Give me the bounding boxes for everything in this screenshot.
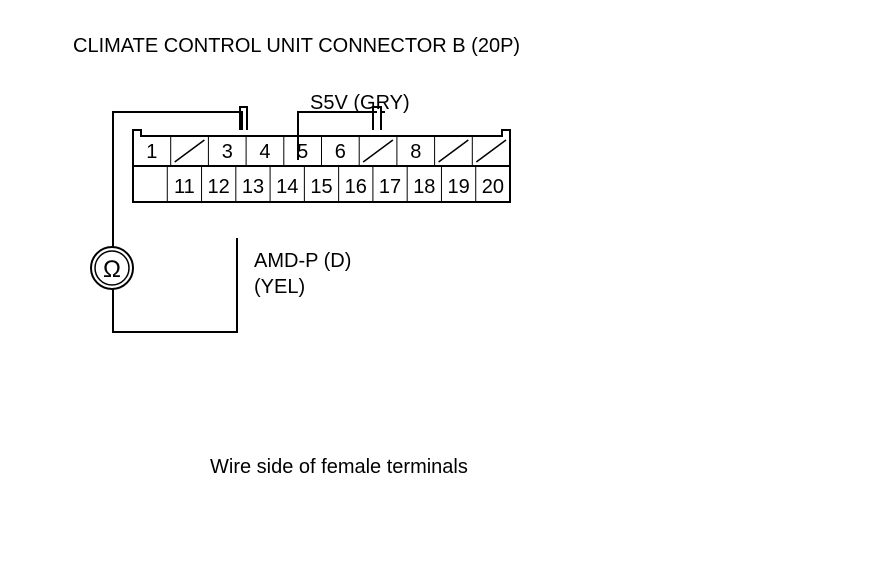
probe-wire-pin4 (112, 111, 243, 248)
pin-5: 5 (297, 141, 308, 163)
s5v-wire-label: S5V (GRY) (310, 92, 410, 114)
pin-3: 3 (222, 141, 233, 163)
diagram-title: CLIMATE CONTROL UNIT CONNECTOR B (20P) (73, 35, 521, 57)
probe-tip-pin17 (372, 106, 382, 130)
pin-15: 15 (310, 176, 332, 198)
pin-19: 19 (447, 176, 469, 198)
blank-cavity-slash (174, 139, 205, 163)
ohm-symbol: Ω (103, 256, 121, 283)
blank-cavity-slash (475, 139, 507, 163)
pin-20: 20 (482, 176, 504, 198)
pin-4: 4 (259, 141, 270, 163)
pin-12: 12 (208, 176, 230, 198)
blank-cavity-slash (362, 139, 394, 163)
probe-tip-pin4 (239, 106, 248, 130)
pin-13: 13 (242, 176, 264, 198)
ohmmeter-icon: Ω (90, 246, 134, 290)
pin-8: 8 (410, 141, 421, 163)
pin-17: 17 (379, 176, 401, 198)
amdp-wire-label-line2: (YEL) (254, 276, 306, 298)
probe-wire-amdp (112, 238, 238, 333)
amdp-wire-label-line1: AMD-P (D) (254, 250, 352, 272)
s5v-wire (297, 111, 377, 160)
connector-housing (132, 129, 511, 203)
blank-cavity-slash (438, 139, 469, 163)
pin-16: 16 (345, 176, 367, 198)
pin-6: 6 (335, 141, 346, 163)
wire-side-caption: Wire side of female terminals (210, 456, 468, 478)
pin-1: 1 (146, 141, 157, 163)
pin-18: 18 (413, 176, 435, 198)
pin-11: 11 (174, 176, 195, 198)
pin-14: 14 (276, 176, 298, 198)
